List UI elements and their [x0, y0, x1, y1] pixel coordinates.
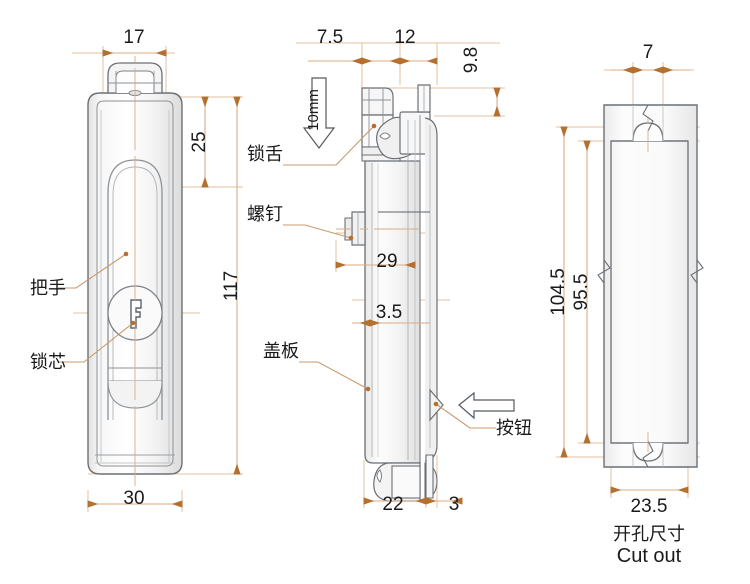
break-line-left: [597, 259, 611, 284]
cutout-caption-cn: 开孔尺寸: [613, 524, 685, 545]
press-arrow: [458, 391, 515, 420]
travel-arrow: [302, 77, 336, 149]
dim-side-29: 29: [376, 251, 397, 272]
dim-cutout-notch-width: 7: [643, 42, 654, 63]
front-view: 17 30 25 117 把手 锁芯: [30, 27, 242, 509]
screw-part: [344, 211, 366, 246]
latch-leader-dot: [371, 123, 377, 129]
cutout-view: 7 104.5 95.5 23.5 开孔尺寸 Cut out: [548, 42, 704, 567]
dim-cutout-inner-height: 95.5: [571, 274, 592, 311]
cutout-bottom-notch: [611, 442, 688, 462]
callout-lock-core: 锁芯: [30, 352, 66, 373]
dim-cutout-outer-height: 104.5: [548, 268, 569, 316]
side-leaders: [283, 125, 496, 429]
dim-cutout-width: 23.5: [631, 496, 668, 517]
bottom-tab: [425, 454, 434, 499]
callout-push-button: 按钮: [496, 418, 532, 439]
front-dimension-lines: [87, 49, 241, 508]
callout-latch-bolt: 锁舌: [247, 144, 283, 165]
callout-cover-plate: 盖板: [263, 341, 299, 362]
break-line-right: [690, 259, 704, 284]
cover-leader-dot: [365, 386, 371, 392]
dim-front-height-total: 117: [221, 271, 242, 301]
cutout-dimension-lines: [560, 66, 690, 494]
side-view: 10mm 7.5 12 9.8 29 3.5 22 3: [247, 27, 532, 515]
front-leaders: [58, 253, 134, 363]
dim-side-75: 7.5: [317, 27, 343, 48]
dim-side-35: 3.5: [376, 302, 402, 323]
dim-front-width-top: 17: [123, 27, 144, 48]
cutout-caption-en: Cut out: [617, 545, 682, 567]
front-body-inner-edge: [96, 100, 174, 467]
dim-front-width-body: 30: [123, 488, 144, 509]
callout-screw: 螺钉: [247, 204, 283, 225]
handle-leader-dot: [123, 251, 129, 257]
cutout-panel: [603, 104, 698, 468]
break-line-top: [642, 104, 654, 132]
dim-side-3: 3: [449, 494, 460, 515]
break-line-bottom: [642, 440, 654, 468]
callout-handle: 把手: [30, 278, 66, 299]
dim-side-22: 22: [382, 494, 403, 515]
screw-leader-dot: [348, 235, 354, 241]
side-dimension-lines: [308, 57, 501, 505]
lock-core-leader-dot: [130, 320, 136, 326]
dim-side-12: 12: [394, 27, 415, 48]
annotation-travel-10mm: 10mm: [305, 89, 322, 131]
button-leader-dot: [433, 401, 439, 407]
dim-front-height-top: 25: [189, 131, 210, 152]
cam-notch: [379, 132, 391, 140]
dim-side-98: 9.8: [461, 47, 482, 73]
